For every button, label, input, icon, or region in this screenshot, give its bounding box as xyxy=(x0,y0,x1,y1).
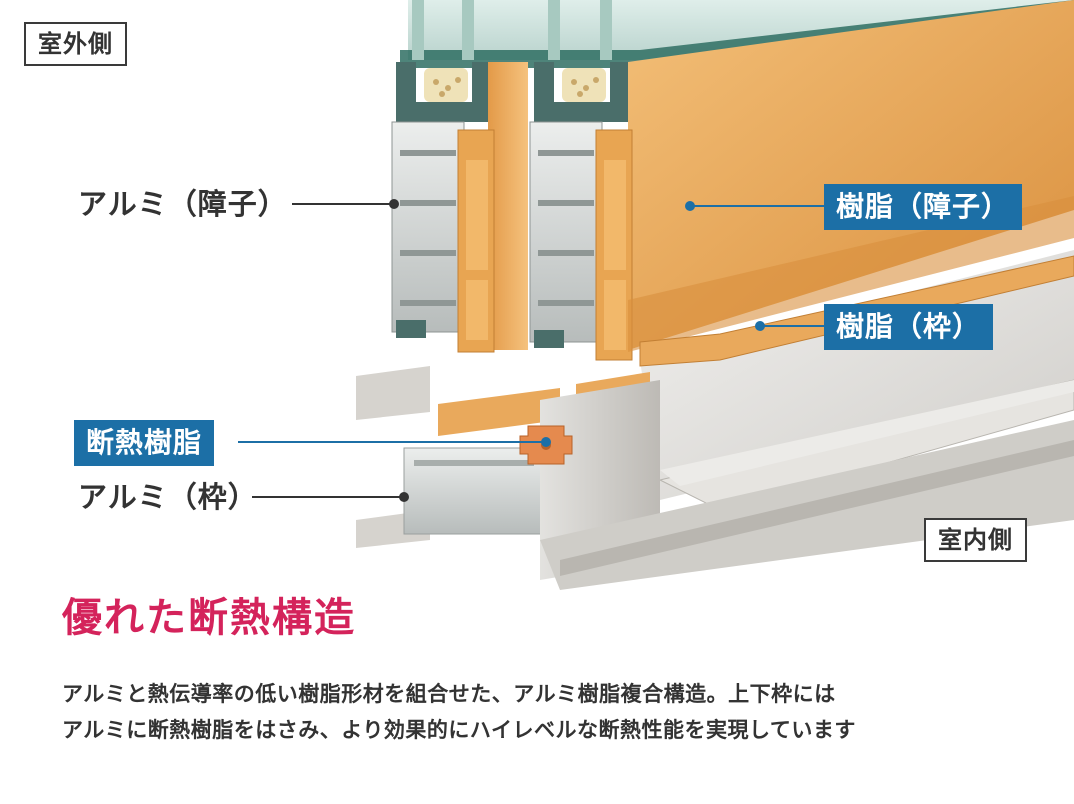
aluminum-sash-inner xyxy=(529,121,603,348)
glass-panes xyxy=(400,0,1074,68)
leader-lines xyxy=(238,199,824,502)
label-aluminum-frame: アルミ（枠） xyxy=(78,480,258,514)
description: アルミと熱伝導率の低い樹脂形材を組合せた、アルミ樹脂複合構造。上下枠には アルミ… xyxy=(62,676,1042,748)
label-insulation-resin: 断熱樹脂 xyxy=(74,420,215,466)
outside-label: 室外側 xyxy=(24,22,127,66)
glazing-gaskets xyxy=(396,62,630,122)
label-resin-frame: 樹脂（枠） xyxy=(824,304,994,350)
resin-sash-outer xyxy=(457,62,528,353)
label-resin-sash: 樹脂（障子） xyxy=(824,184,1023,230)
description-line-2: アルミに断熱樹脂をはさみ、より効果的にハイレベルな断熱性能を実現しています xyxy=(62,718,856,742)
label-aluminum-sash: アルミ（障子） xyxy=(78,187,288,221)
inside-label: 室内側 xyxy=(924,518,1027,562)
aluminum-sash-outer xyxy=(391,121,465,338)
aluminum-frame-lower xyxy=(356,366,1074,590)
window-frame-cross-section xyxy=(238,0,1074,590)
resin-sash-inner xyxy=(595,0,1074,361)
description-line-1: アルミと熱伝導率の低い樹脂形材を組合せた、アルミ樹脂複合構造。上下枠には xyxy=(62,682,836,706)
headline: 優れた断熱構造 xyxy=(62,595,356,641)
